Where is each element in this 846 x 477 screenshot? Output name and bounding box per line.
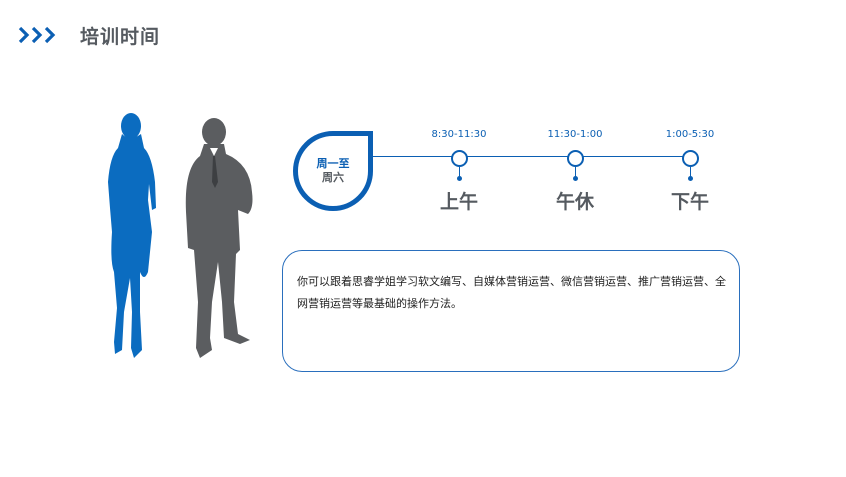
businessman-silhouette-icon (185, 118, 253, 358)
timeline-time: 8:30-11:30 (431, 129, 487, 140)
triple-chevron-right-icon (18, 26, 56, 44)
timeline-dot-icon (687, 176, 693, 181)
timeline-line (372, 156, 692, 157)
timeline-stem (574, 167, 576, 177)
timeline-label: 午休 (555, 191, 594, 213)
timeline-dot-icon (572, 176, 578, 181)
people-illustration (108, 113, 253, 358)
page-title: 培训时间 (80, 26, 161, 48)
description-box: 你可以跟着思睿学姐学习软文编写、自媒体营销运营、微信营销运营、推广营销运营、全网… (282, 250, 740, 372)
timeline-stem (458, 167, 460, 177)
description-text: 你可以跟着思睿学姐学习软文编写、自媒体营销运营、微信营销运营、推广营销运营、全网… (297, 275, 726, 310)
businesswoman-silhouette-icon (108, 113, 156, 358)
badge-line-2: 周六 (322, 171, 344, 184)
timeline-dot-icon (456, 176, 462, 181)
badge-line-1: 周一至 (316, 157, 350, 170)
timeline-ring-icon (567, 150, 584, 167)
timeline-time: 11:30-1:00 (547, 129, 603, 140)
timeline-label: 上午 (439, 191, 478, 213)
timeline-ring-icon (451, 150, 468, 167)
timeline-time: 1:00-5:30 (665, 129, 715, 140)
timeline-label: 下午 (670, 191, 709, 213)
schedule-days-badge: 周一至 周六 (293, 131, 373, 211)
timeline-stem (689, 167, 691, 177)
timeline-ring-icon (682, 150, 699, 167)
